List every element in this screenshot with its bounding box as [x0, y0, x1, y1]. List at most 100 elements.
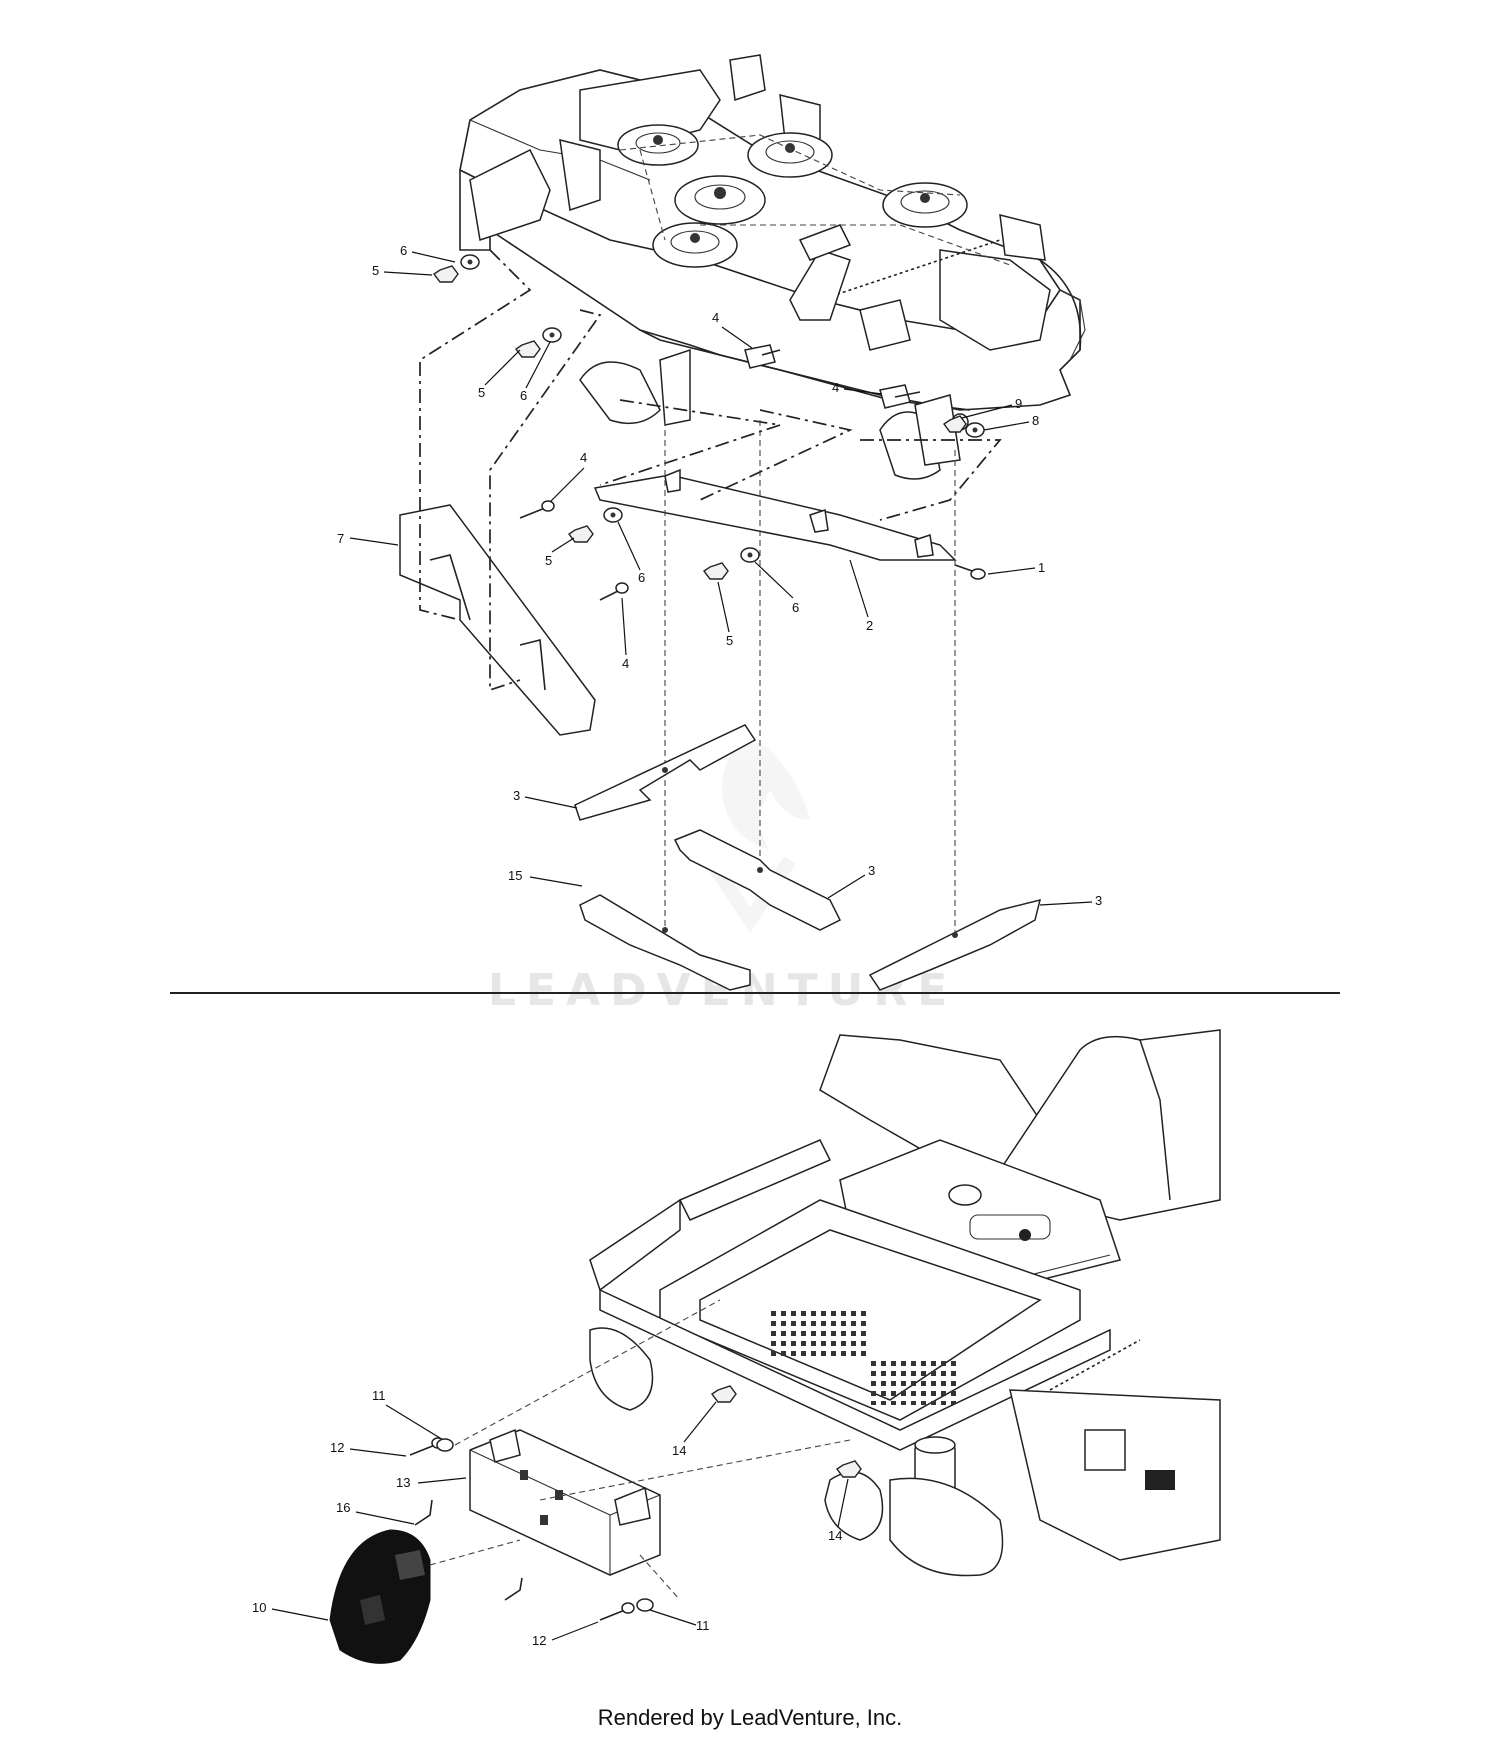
baffle-7 — [399, 504, 596, 736]
blade-15 — [579, 894, 751, 991]
nut-5d — [702, 562, 729, 580]
washer-11b — [636, 1598, 654, 1612]
callout-4a: 4 — [712, 310, 753, 349]
pin-16a — [414, 1499, 433, 1526]
nut-5b — [514, 340, 541, 358]
svg-text:14: 14 — [672, 1443, 686, 1458]
nut-5a — [432, 265, 459, 283]
baffle-bar-2 — [593, 468, 957, 561]
svg-text:4: 4 — [712, 310, 719, 325]
callout-11b: 11 — [649, 1609, 710, 1633]
weight-bracket-13 — [469, 1428, 661, 1576]
callouts: 6 5 4 5 6 4 9 8 — [252, 243, 1102, 1648]
callout-15: 15 — [508, 868, 583, 887]
bolt-4c — [519, 500, 555, 519]
callout-4d: 4 — [621, 597, 629, 671]
weight-10 — [329, 1529, 431, 1664]
callout-5b: 5 — [478, 349, 521, 400]
assembly-lines-upper — [419, 249, 1002, 935]
footrest-tread — [770, 1310, 960, 1405]
callout-6b: 6 — [520, 341, 551, 403]
svg-text:5: 5 — [478, 385, 485, 400]
spindle-left — [579, 348, 691, 426]
nut-14a — [710, 1385, 737, 1403]
svg-text:11: 11 — [696, 1618, 710, 1633]
callout-14b: 14 — [828, 1478, 849, 1543]
svg-text:16: 16 — [336, 1500, 350, 1515]
callout-2: 2 — [849, 559, 873, 633]
bolt-12b — [599, 1602, 635, 1621]
svg-text:5: 5 — [372, 263, 379, 278]
blade-3a — [574, 724, 757, 821]
bar-hardware — [519, 500, 986, 601]
pulley-left — [617, 124, 699, 166]
blades — [574, 724, 1042, 991]
washer-6d — [740, 547, 760, 563]
nut-5c — [567, 525, 594, 543]
lower-hardware — [409, 1385, 862, 1621]
svg-text:15: 15 — [508, 868, 522, 883]
bolt-1 — [954, 564, 986, 580]
callout-5a: 5 — [372, 263, 433, 278]
callout-16: 16 — [336, 1500, 415, 1525]
deck-hardware — [432, 254, 985, 438]
svg-text:4: 4 — [622, 656, 629, 671]
svg-text:3: 3 — [1095, 893, 1102, 908]
callout-4b: 4 — [832, 380, 883, 395]
svg-text:10: 10 — [252, 1600, 266, 1615]
svg-text:3: 3 — [513, 788, 520, 803]
callout-3a: 3 — [513, 788, 578, 809]
svg-text:12: 12 — [532, 1633, 546, 1648]
deck-badge — [1145, 1470, 1175, 1490]
washer-6b — [542, 327, 562, 343]
nut-14b — [835, 1460, 862, 1478]
callout-7: 7 — [337, 531, 399, 546]
callout-10: 10 — [252, 1600, 329, 1621]
svg-text:4: 4 — [832, 380, 839, 395]
svg-text:7: 7 — [337, 531, 344, 546]
callout-12a: 12 — [330, 1440, 407, 1457]
callout-8: 8 — [983, 413, 1039, 431]
svg-text:13: 13 — [396, 1475, 410, 1490]
pulley-center-top — [747, 132, 833, 178]
pulley-right — [882, 182, 968, 228]
pin-16b — [504, 1577, 523, 1601]
callout-6d: 6 — [754, 561, 799, 615]
svg-text:2: 2 — [866, 618, 873, 633]
bolt-4d — [599, 582, 629, 601]
svg-text:14: 14 — [828, 1528, 842, 1543]
control-panel-dots — [969, 1214, 1051, 1241]
svg-text:6: 6 — [400, 243, 407, 258]
svg-text:4: 4 — [580, 450, 587, 465]
render-credit: Rendered by LeadVenture, Inc. — [598, 1705, 903, 1730]
pulley-center — [674, 175, 766, 225]
washer-6c — [603, 507, 623, 523]
svg-text:5: 5 — [545, 553, 552, 568]
bolt-4a — [744, 344, 781, 369]
callout-12b: 12 — [532, 1621, 599, 1648]
deck-pulleys — [617, 124, 1011, 268]
svg-text:9: 9 — [1015, 396, 1022, 411]
washer-6a — [460, 254, 480, 270]
callout-13: 13 — [396, 1475, 467, 1490]
callout-14a: 14 — [672, 1401, 717, 1458]
callout-6c: 6 — [617, 521, 645, 585]
blade-3c — [868, 898, 1042, 991]
svg-text:11: 11 — [372, 1388, 386, 1403]
washer-11a — [436, 1438, 454, 1452]
blade-3b — [673, 829, 842, 931]
assembly-lines-lower — [429, 1299, 851, 1601]
callout-5c: 5 — [545, 537, 575, 568]
svg-text:5: 5 — [726, 633, 733, 648]
callout-5d: 5 — [717, 581, 733, 648]
svg-text:6: 6 — [792, 600, 799, 615]
nut-9 — [942, 415, 967, 433]
svg-text:6: 6 — [638, 570, 645, 585]
tractor-frame — [589, 1029, 1221, 1577]
svg-text:6: 6 — [520, 388, 527, 403]
svg-text:8: 8 — [1032, 413, 1039, 428]
svg-text:12: 12 — [330, 1440, 344, 1455]
svg-text:1: 1 — [1038, 560, 1045, 575]
svg-text:3: 3 — [868, 863, 875, 878]
